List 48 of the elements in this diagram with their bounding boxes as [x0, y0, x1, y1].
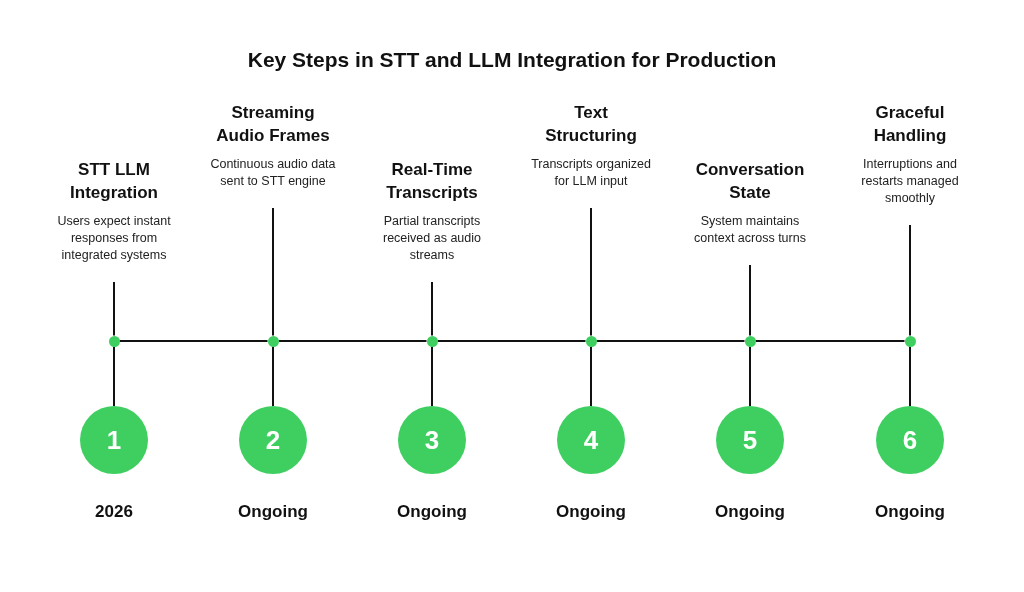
connector-line: [118, 340, 269, 342]
step-description: Transcripts organized for LLM input: [530, 156, 652, 190]
step-number-circle: 6: [876, 406, 944, 474]
step-description: Partial transcripts received as audio streams: [382, 213, 482, 264]
connector-line: [277, 340, 428, 342]
date-label: Ongoing: [875, 502, 945, 522]
step-heading: STT LLM Integration: [69, 159, 159, 204]
step-number-circle: 4: [557, 406, 625, 474]
date-label: Ongoing: [397, 502, 467, 522]
connector-line: [431, 345, 433, 407]
connector-line: [749, 264, 751, 337]
step-description: Continuous audio data sent to STT engine: [209, 156, 337, 190]
step-heading: Real-Time Transcripts: [385, 159, 479, 204]
timeline-dot: [267, 335, 279, 347]
step-description: Interruptions and restarts managed smoothly: [860, 156, 960, 207]
date-label: 2026: [95, 502, 133, 522]
step-number-circle: 5: [716, 406, 784, 474]
connector-line: [113, 281, 115, 337]
connector-line: [909, 345, 911, 407]
title: Key Steps in STT and LLM Integration for Production: [246, 48, 778, 72]
connector-line: [272, 345, 274, 407]
connector-line: [272, 207, 274, 337]
step-heading: Text Structuring: [544, 102, 638, 147]
connector-line: [113, 345, 115, 407]
connector-line: [909, 224, 911, 337]
connector-line: [595, 340, 746, 342]
step-heading: Graceful Handling: [872, 102, 948, 147]
timeline-dot: [426, 335, 438, 347]
timeline-dot: [904, 335, 916, 347]
date-label: Ongoing: [715, 502, 785, 522]
step-heading: Conversation State: [694, 159, 806, 204]
timeline-dot: [744, 335, 756, 347]
timeline-dot: [585, 335, 597, 347]
date-label: Ongoing: [238, 502, 308, 522]
connector-line: [749, 345, 751, 407]
step-number-circle: 2: [239, 406, 307, 474]
connector-line: [431, 281, 433, 337]
connector-line: [590, 345, 592, 407]
step-number-circle: 3: [398, 406, 466, 474]
step-number-circle: 1: [80, 406, 148, 474]
connector-line: [436, 340, 587, 342]
date-label: Ongoing: [556, 502, 626, 522]
step-description: System maintains context across turns: [693, 213, 807, 247]
connector-line: [754, 340, 906, 342]
connector-line: [590, 207, 592, 337]
timeline-dot: [108, 335, 120, 347]
step-description: Users expect instant responses from integrated systems: [56, 213, 172, 264]
step-heading: Streaming Audio Frames: [215, 102, 331, 147]
